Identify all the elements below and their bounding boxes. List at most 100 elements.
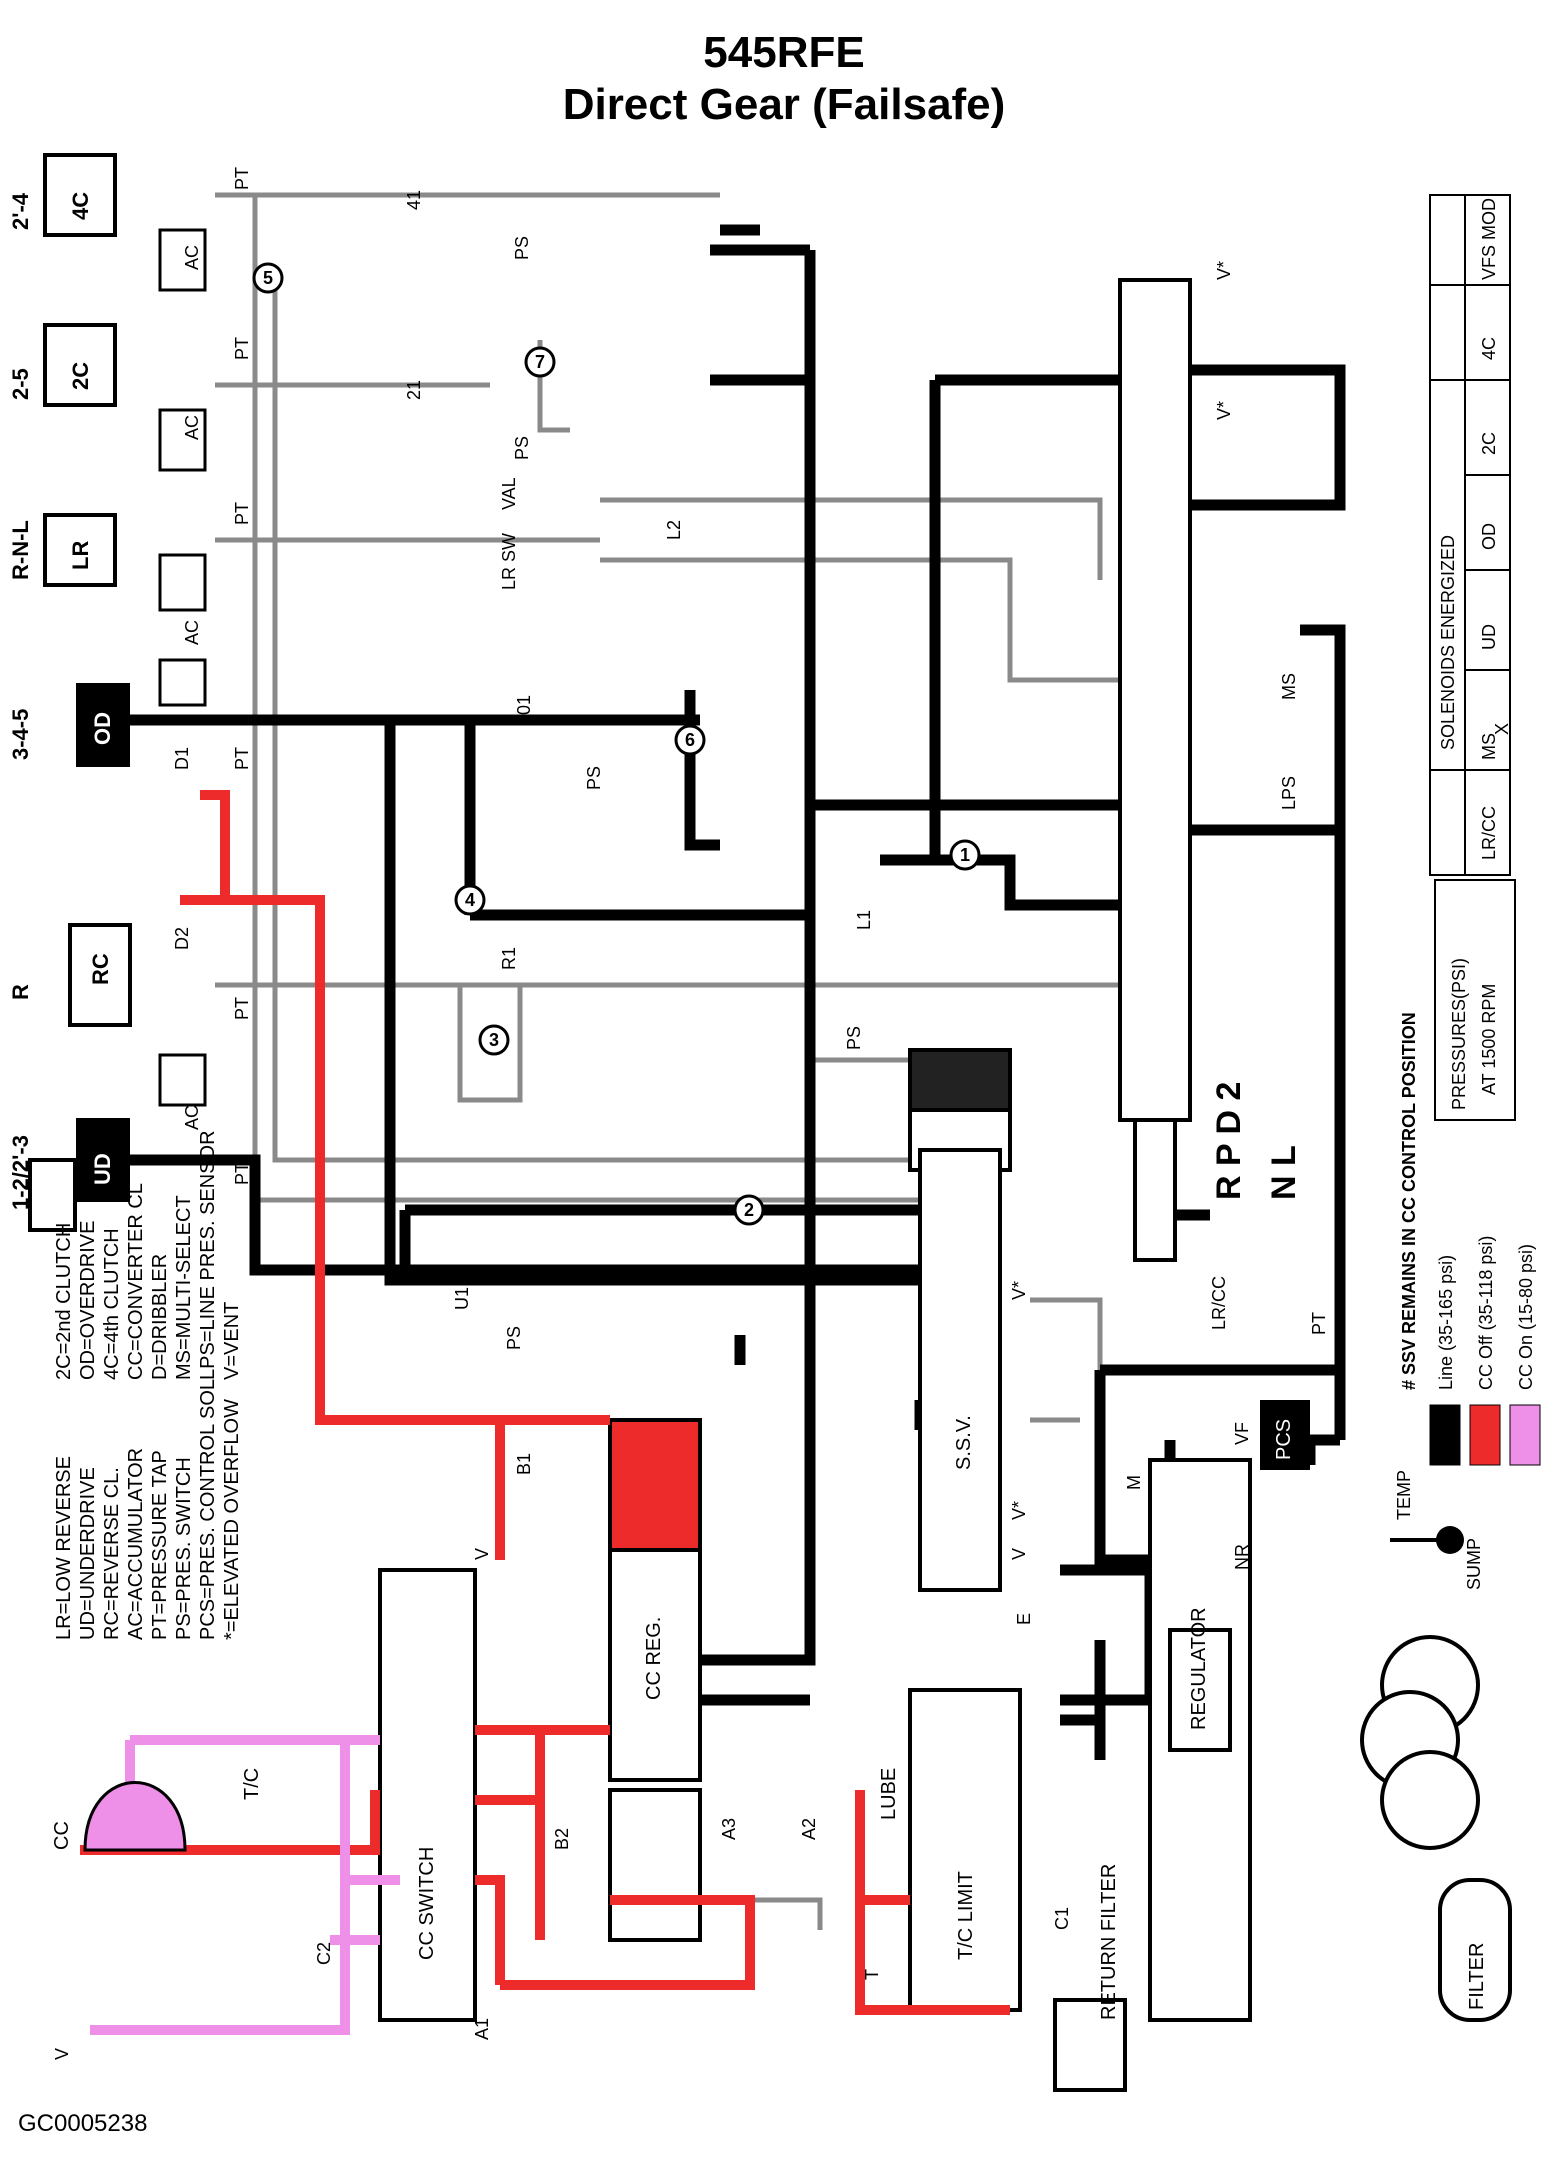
cc-off-passages — [80, 790, 1010, 2015]
label-l1: L1 — [854, 910, 874, 930]
pump-gears — [1360, 1635, 1480, 1850]
pressure-cc-off: CC Off (35-118 psi) — [1476, 1236, 1496, 1390]
manual-valve — [1118, 278, 1192, 1262]
label-e: E — [1014, 1613, 1034, 1625]
label-c1: C1 — [1052, 1907, 1072, 1930]
pcs-solenoid — [1260, 1400, 1310, 1470]
label-pt-5: PT — [232, 997, 252, 1020]
regulator-label: REGULATOR — [1188, 1607, 1210, 1730]
label-pt-2: PT — [232, 337, 252, 360]
pressure-subtitle: AT 1500 RPM — [1479, 984, 1499, 1095]
label-ms: MS — [1279, 673, 1299, 700]
check-ball-1: 1 — [960, 845, 970, 865]
clutch-od-gear: 3-4-5 — [8, 709, 33, 760]
label-vstar-2: V* — [1214, 401, 1234, 420]
label-ps-1: PS — [512, 236, 532, 260]
clutch-2c-name: 2C — [68, 362, 93, 390]
ssv-label: S.S.V. — [953, 1415, 975, 1470]
abbr2-4: D=DRIBBLER — [149, 1254, 171, 1380]
label-t: T — [862, 1969, 882, 1980]
clutch-lr-name: LR — [68, 541, 93, 570]
label-lr-sw: LR SW — [499, 533, 519, 590]
label-ac-1: AC — [182, 245, 202, 270]
label-val: VAL — [499, 477, 519, 510]
label-ac-2: AC — [182, 415, 202, 440]
sol-col-vfs: VFS MOD — [1479, 198, 1499, 280]
clutch-2c-gear: 2-5 — [8, 368, 33, 400]
torque-converter — [83, 1781, 187, 1852]
check-ball-6: 6 — [685, 730, 695, 750]
label-ac-3: AC — [182, 620, 202, 645]
filter-label: FILTER — [1466, 1943, 1488, 2010]
sol-col-4c: 4C — [1479, 337, 1499, 360]
cc-switch-valve — [378, 1568, 477, 2022]
sol-ms-energized: X — [1492, 723, 1512, 735]
pressure-line: Line (35-165 psi) — [1436, 1255, 1456, 1390]
label-a2: A2 — [799, 1818, 819, 1840]
abbreviation-legend: LR=LOW REVERSE UD=UNDERDRIVE RC=REVERSE … — [53, 1130, 243, 1640]
clutch-ud-name: UD — [90, 1153, 115, 1185]
label-ps-5: PS — [504, 1326, 524, 1350]
label-pt-3: PT — [232, 502, 252, 525]
sol-col-lrcc: LR/CC — [1479, 806, 1499, 860]
label-pt-6: PT — [232, 1162, 252, 1185]
label-v-1: V — [472, 1548, 492, 1560]
manual-positions-2: N L — [1265, 1145, 1303, 1200]
abbr-6: PCS=PRES. CONTROL SOL — [197, 1379, 219, 1640]
check-ball-5: 5 — [263, 268, 273, 288]
tc-label: T/C — [241, 1768, 263, 1800]
return-filter-label: RETURN FILTER — [1098, 1864, 1120, 2020]
check-ball-3: 3 — [489, 1030, 499, 1050]
clutch-rc-gear: R — [8, 984, 33, 1000]
tc-limit-valve — [908, 1688, 1022, 2012]
solenoid-table-title: SOLENOIDS ENERGIZED — [1438, 535, 1458, 750]
lube-label: LUBE — [878, 1768, 900, 1820]
label-41: 41 — [404, 190, 424, 210]
clutch-rc-name: RC — [88, 953, 113, 985]
pressure-legend — [1429, 879, 1541, 1466]
cc-switch-label: CC SWITCH — [416, 1847, 438, 1960]
label-l2: L2 — [664, 520, 684, 540]
clutch-ud-gear: 1-2/2'-3 — [8, 1135, 33, 1210]
cc-label: CC — [51, 1821, 73, 1850]
pcs-label: PCS — [1273, 1419, 1295, 1460]
abbr-5: PS=PRES. SWITCH — [173, 1457, 195, 1640]
check-ball-4: 4 — [465, 890, 475, 910]
label-ps-4: PS — [844, 1026, 864, 1050]
filter — [1053, 1878, 1512, 2092]
swatch-cc-off — [1469, 1404, 1501, 1466]
manual-positions: R P D 2 — [1210, 1082, 1248, 1200]
ssv-note: # SSV REMAINS IN CC CONTROL POSITION — [1399, 1012, 1419, 1390]
sol-col-ud: UD — [1479, 624, 1499, 650]
label-r1: R1 — [499, 947, 519, 970]
abbr2-2: 4C=4th CLUTCH — [101, 1228, 123, 1380]
abbr-0: LR=LOW REVERSE — [53, 1456, 75, 1640]
label-d2: D2 — [172, 927, 192, 950]
clutch-lr-gear: R-N-L — [8, 520, 33, 580]
swatch-cc-on — [1509, 1404, 1541, 1466]
line-pressure-passages — [95, 224, 1346, 1990]
image-code: GC0005238 — [18, 2110, 148, 2137]
accumulators — [158, 228, 207, 1107]
label-c2: C2 — [314, 1942, 334, 1965]
abbr-7: *=ELEVATED OVERFLOW — [221, 1399, 243, 1640]
label-pt-4: PT — [232, 747, 252, 770]
sump-label: SUMP — [1464, 1538, 1484, 1590]
cc-reg-valve — [608, 1418, 702, 1942]
cc-on-passages — [90, 1735, 400, 2035]
temp-label: TEMP — [1394, 1470, 1414, 1520]
abbr2-0: 2C=2nd CLUTCH — [53, 1223, 75, 1380]
swatch-line — [1429, 1404, 1461, 1466]
label-u1: U1 — [452, 1287, 472, 1310]
label-pt-1: PT — [232, 167, 252, 190]
label-d1: D1 — [172, 747, 192, 770]
pressure-title: PRESSURES(PSI) — [1449, 958, 1469, 1110]
label-01: 01 — [514, 695, 534, 715]
label-v-2: V — [1009, 1548, 1029, 1560]
label-a3: A3 — [719, 1818, 739, 1840]
label-b1: B1 — [514, 1453, 534, 1475]
diagram-title: 545RFE — [703, 28, 865, 77]
abbr2-1: OD=OVERDRIVE — [77, 1221, 99, 1380]
label-vstar-1: V* — [1214, 261, 1234, 280]
